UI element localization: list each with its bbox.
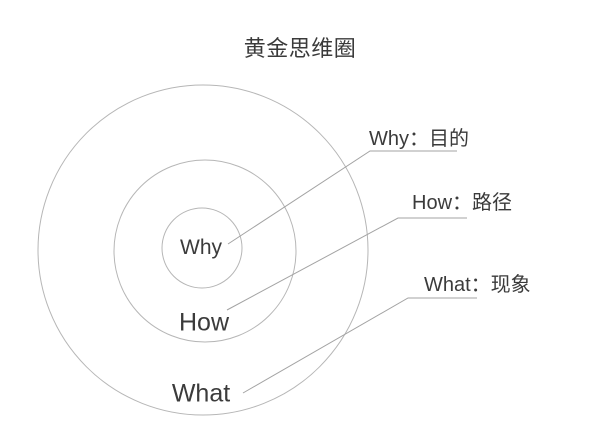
middle-circle [113,159,297,343]
ring-label-what: What [171,379,231,408]
diagram-title: 黄金思维圈 [243,36,357,61]
annotation-what: What：现象 [424,274,531,296]
annotation-how: How：路径 [412,192,513,214]
annotation-why: Why：目的 [369,128,469,150]
ring-label-how: How [178,308,230,337]
ring-label-why: Why [180,236,222,259]
why-callout-line [227,150,457,245]
how-callout-line [226,217,467,311]
what-callout-line [242,297,477,394]
inner-circle [161,207,243,289]
outer-circle [37,84,369,416]
